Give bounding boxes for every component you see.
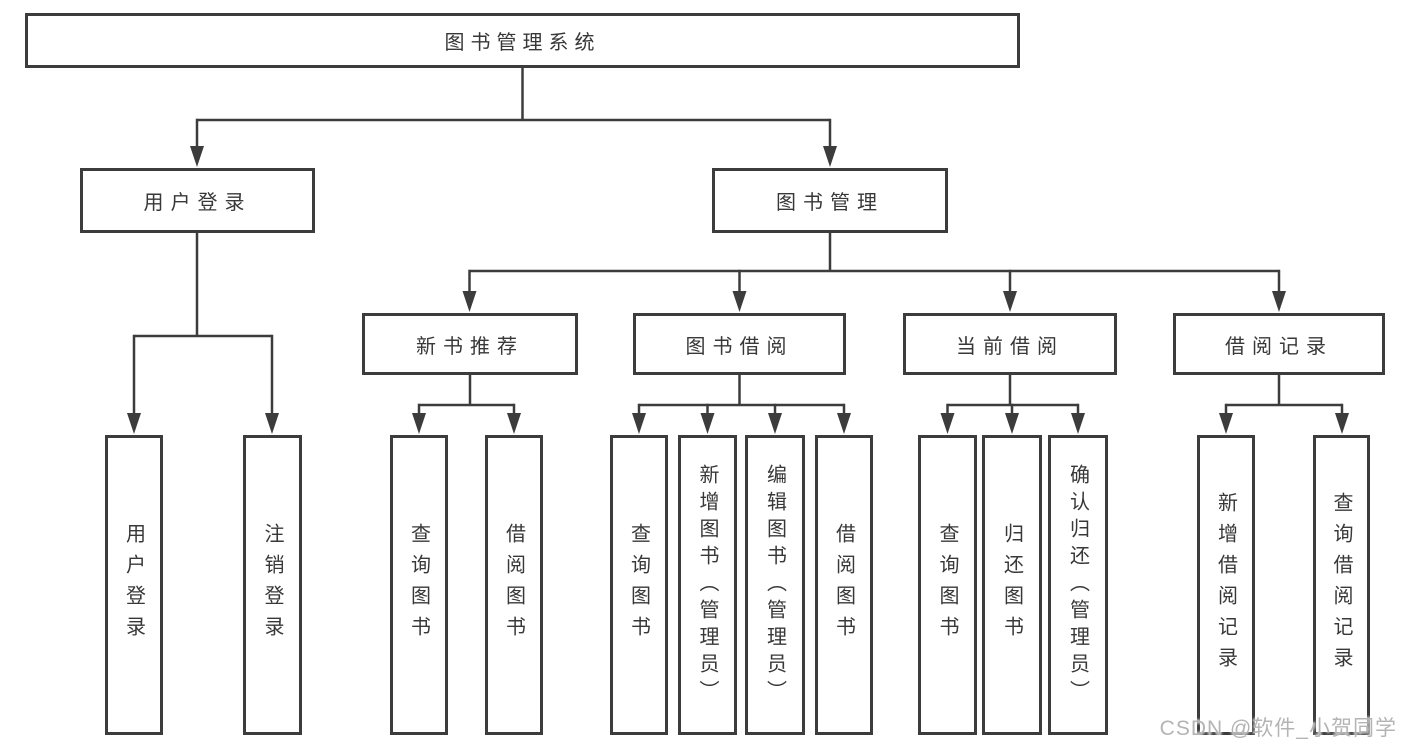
node-label: 借阅记录 [1225, 335, 1333, 358]
leaf-return-books: 归还图书 [982, 435, 1042, 735]
leaf-query-books-current: 查询图书 [918, 435, 977, 735]
node-label: 查询图书 [627, 523, 650, 647]
leaf-user-login: 用户登录 [105, 435, 163, 735]
node-label: 归还图书 [1000, 523, 1023, 647]
node-label: 新增图书（管理员） [696, 463, 718, 707]
node-book-borrowing: 图书借阅 [633, 313, 846, 375]
node-label: 查询图书 [407, 523, 430, 647]
node-new-book-recommend: 新书推荐 [362, 313, 578, 375]
node-user-login: 用户登录 [80, 168, 315, 233]
node-label: 用户登录 [122, 523, 145, 647]
leaf-logout: 注销登录 [243, 435, 302, 735]
leaf-query-books-recommend: 查询图书 [390, 435, 448, 735]
node-borrowing-records: 借阅记录 [1173, 313, 1385, 375]
node-label: 用户登录 [143, 192, 252, 214]
connector-arrowheads [127, 146, 1349, 434]
node-label: 编辑图书（管理员） [763, 463, 786, 707]
leaf-query-books-borrowing: 查询图书 [610, 435, 668, 735]
leaf-query-borrow-record: 查询借阅记录 [1313, 435, 1370, 735]
node-label: 借阅图书 [832, 523, 855, 647]
node-label: 确认归还（管理员） [1066, 463, 1089, 707]
leaf-borrow-books-borrowing: 借阅图书 [815, 435, 873, 735]
node-label: 新书推荐 [416, 335, 524, 358]
node-label: 查询借阅记录 [1330, 492, 1352, 678]
node-label: 当前借阅 [956, 335, 1064, 358]
node-library-management-system: 图书管理系统 [25, 13, 1020, 68]
node-label: 图书借阅 [685, 335, 794, 358]
node-current-borrowing: 当前借阅 [903, 313, 1117, 375]
node-label: 查询图书 [936, 523, 958, 647]
leaf-add-book-admin: 新增图书（管理员） [678, 435, 737, 735]
csdn-watermark: CSDN @软件_小贺同学 [1159, 717, 1397, 740]
node-label: 注销登录 [261, 523, 283, 647]
leaf-confirm-return-admin: 确认归还（管理员） [1048, 435, 1108, 735]
node-label: 新增借阅记录 [1214, 492, 1237, 678]
node-book-management: 图书管理 [712, 168, 948, 233]
leaf-borrow-books-recommend: 借阅图书 [485, 435, 543, 735]
leaf-add-borrow-record: 新增借阅记录 [1197, 435, 1255, 735]
leaf-edit-book-admin: 编辑图书（管理员） [745, 435, 805, 735]
node-label: 借阅图书 [502, 523, 525, 647]
node-label: 图书管理 [776, 192, 884, 214]
node-label: 图书管理系统 [444, 32, 601, 54]
